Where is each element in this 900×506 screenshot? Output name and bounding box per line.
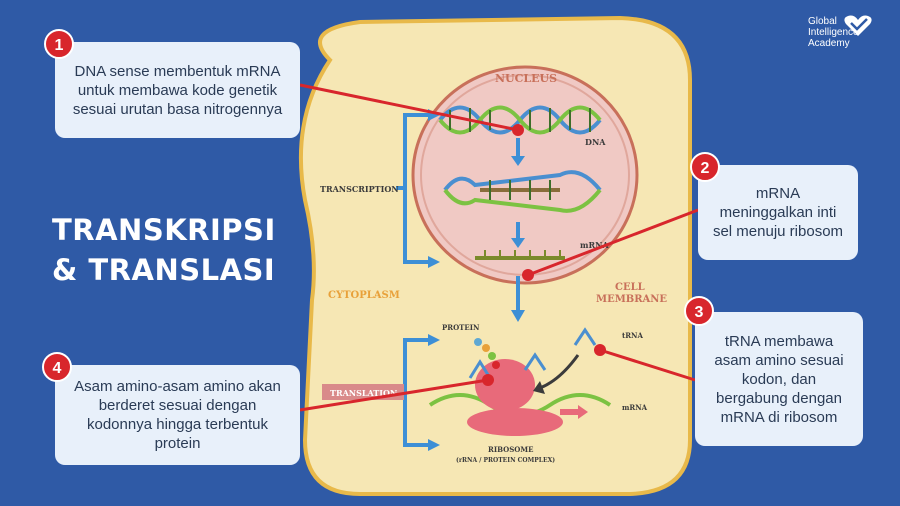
ribosome-label: RIBOSOME bbox=[488, 445, 533, 454]
cell-membrane-label-1: CELL bbox=[615, 282, 645, 293]
transcription-label: TRANSCRIPTION bbox=[320, 184, 399, 194]
logo-line-3: Academy bbox=[808, 38, 850, 49]
callout-2-text: mRNA meninggalkan inti sel menuju riboso… bbox=[712, 185, 844, 240]
callout-4-text: Asam amino-asam amino akan berderet sesu… bbox=[74, 378, 281, 452]
nucleus-label: NUCLEUS bbox=[495, 72, 557, 85]
dna-label: DNA bbox=[585, 137, 606, 147]
cytoplasm-label: CYTOPLASM bbox=[328, 290, 400, 301]
step-badge-1: 1 bbox=[44, 29, 74, 59]
nucleus-body bbox=[411, 65, 639, 285]
transcription-bracket bbox=[396, 113, 432, 264]
callout-4: Asam amino-asam amino akan berderet sesu… bbox=[55, 365, 300, 465]
connector-lines bbox=[299, 83, 699, 412]
callout-1-text: DNA sense membentuk mRNA untuk membawa k… bbox=[72, 62, 283, 118]
protein-chain bbox=[474, 338, 500, 369]
callout-3-text: tRNA membawa asam amino sesuai kodon, da… bbox=[714, 332, 844, 426]
flow-arrows bbox=[511, 138, 525, 322]
trna-molecules bbox=[468, 327, 597, 379]
cell-membrane-label-2: MEMBRANE bbox=[596, 294, 667, 305]
trna-label: tRNA bbox=[622, 331, 643, 340]
callout-1: DNA sense membentuk mRNA untuk membawa k… bbox=[55, 42, 300, 138]
mrna-cytoplasm-label: mRNA bbox=[622, 403, 648, 412]
mrna-strand-nucleus bbox=[475, 250, 565, 260]
logo-line-1: Global bbox=[808, 16, 837, 27]
page-title: TRANSKRIPSI & TRANSLASI bbox=[52, 210, 276, 290]
step-badge-2: 2 bbox=[690, 152, 720, 182]
logo: Global Intelligence Academy bbox=[808, 16, 859, 49]
connector-dots bbox=[482, 124, 606, 386]
ribosome bbox=[467, 359, 563, 436]
mrna-nucleus-label: mRNA bbox=[580, 240, 609, 250]
protein-label: PROTEIN bbox=[442, 323, 480, 332]
logo-line-2: Intelligence bbox=[808, 27, 859, 38]
callout-2: mRNA meninggalkan inti sel menuju riboso… bbox=[698, 165, 858, 260]
step-badge-3: 3 bbox=[684, 296, 714, 326]
dna-helix-middle bbox=[443, 170, 602, 213]
title-line-2: & TRANSLASI bbox=[52, 253, 276, 287]
callout-3: tRNA membawa asam amino sesuai kodon, da… bbox=[695, 312, 863, 446]
step-badge-4: 4 bbox=[42, 352, 72, 382]
heart-logo-icon bbox=[844, 15, 872, 36]
ribosome-sub-label: (rRNA / PROTEIN COMPLEX) bbox=[456, 457, 555, 464]
title-line-1: TRANSKRIPSI bbox=[52, 213, 276, 247]
translation-label: TRANSLATION bbox=[330, 388, 397, 398]
